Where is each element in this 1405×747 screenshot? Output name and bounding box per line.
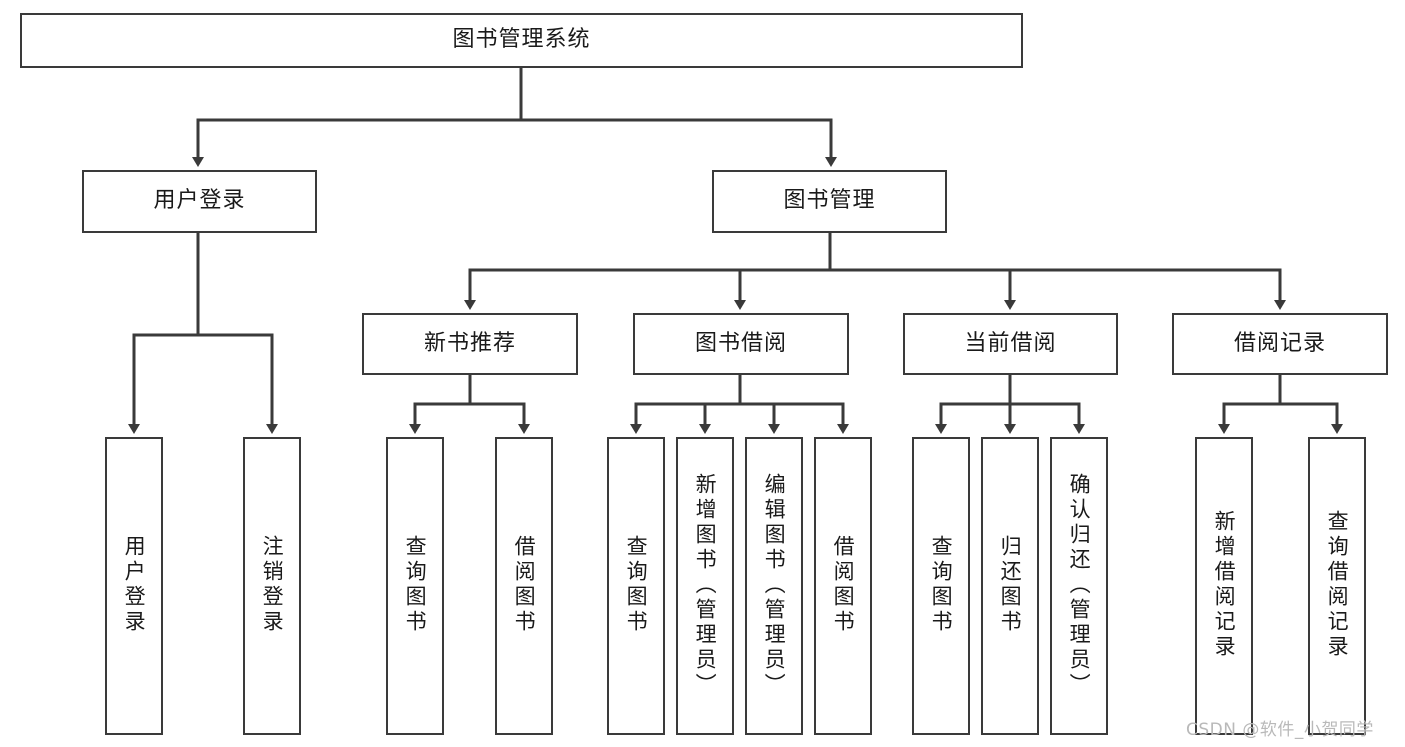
node-book-borrow-label: 图书借阅 — [694, 330, 787, 356]
node-user-login-label: 用户登录 — [153, 188, 246, 214]
node-leaf-add-record-label: 新增借阅记录 — [1212, 510, 1237, 660]
node-user-login[interactable]: 用户登录 — [82, 170, 317, 233]
node-current-borrow-label: 当前借阅 — [964, 330, 1057, 356]
node-leaf-query-book-1-label: 查询图书 — [403, 535, 428, 635]
node-leaf-query-book-2[interactable]: 查询图书 — [607, 437, 665, 735]
node-leaf-borrow-book-1[interactable]: 借阅图书 — [495, 437, 553, 735]
node-root[interactable]: 图书管理系统 — [20, 13, 1023, 68]
node-leaf-borrow-book-1-label: 借阅图书 — [512, 535, 537, 635]
node-leaf-query-book-3[interactable]: 查询图书 — [912, 437, 970, 735]
node-leaf-confirm-return[interactable]: 确认归还（管理员） — [1050, 437, 1108, 735]
node-root-label: 图书管理系统 — [452, 27, 591, 53]
node-borrow-record[interactable]: 借阅记录 — [1172, 313, 1388, 375]
node-leaf-query-book-1[interactable]: 查询图书 — [386, 437, 444, 735]
node-book-manage[interactable]: 图书管理 — [712, 170, 947, 233]
node-leaf-add-book[interactable]: 新增图书（管理员） — [676, 437, 734, 735]
node-leaf-edit-book-label: 编辑图书（管理员） — [762, 472, 787, 698]
node-leaf-edit-book[interactable]: 编辑图书（管理员） — [745, 437, 803, 735]
node-leaf-query-book-2-label: 查询图书 — [624, 535, 649, 635]
node-book-borrow[interactable]: 图书借阅 — [633, 313, 849, 375]
node-current-borrow[interactable]: 当前借阅 — [903, 313, 1118, 375]
node-leaf-add-book-label: 新增图书（管理员） — [693, 472, 718, 698]
node-leaf-add-record[interactable]: 新增借阅记录 — [1195, 437, 1253, 735]
node-leaf-borrow-book-2-label: 借阅图书 — [831, 535, 856, 635]
node-leaf-return-book[interactable]: 归还图书 — [981, 437, 1039, 735]
watermark: CSDN @软件_小贺同学 — [1186, 720, 1374, 740]
node-leaf-user-login[interactable]: 用户登录 — [105, 437, 163, 735]
node-leaf-query-record[interactable]: 查询借阅记录 — [1308, 437, 1366, 735]
node-book-manage-label: 图书管理 — [783, 188, 876, 214]
node-new-book-recommend-label: 新书推荐 — [423, 330, 516, 356]
node-leaf-query-record-label: 查询借阅记录 — [1325, 510, 1350, 660]
node-leaf-borrow-book-2[interactable]: 借阅图书 — [814, 437, 872, 735]
node-leaf-logout-label: 注销登录 — [260, 535, 285, 635]
node-leaf-return-book-label: 归还图书 — [998, 535, 1023, 635]
node-leaf-confirm-return-label: 确认归还（管理员） — [1067, 472, 1092, 698]
node-borrow-record-label: 借阅记录 — [1233, 330, 1326, 356]
node-new-book-recommend[interactable]: 新书推荐 — [362, 313, 578, 375]
node-leaf-user-login-label: 用户登录 — [122, 535, 147, 635]
node-leaf-query-book-3-label: 查询图书 — [929, 535, 954, 635]
node-leaf-logout[interactable]: 注销登录 — [243, 437, 301, 735]
